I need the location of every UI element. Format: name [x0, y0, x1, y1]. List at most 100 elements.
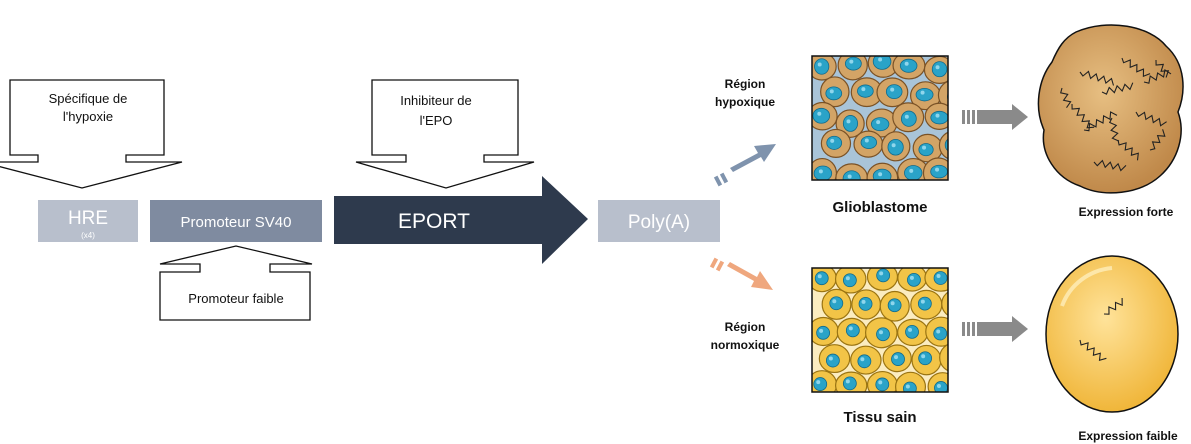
eport-arrow: EPORT	[334, 176, 588, 264]
glioblastoma-tissue-image	[811, 55, 949, 181]
chromatin-squiggle	[1071, 103, 1095, 129]
tissue-cell	[938, 131, 948, 160]
tissue-cell	[939, 343, 948, 372]
cell-nucleus	[814, 271, 829, 286]
chromatin-squiggle	[1121, 57, 1151, 78]
tumor-cell-strong-expression	[1037, 24, 1184, 194]
cell-nucleus	[812, 107, 831, 124]
chromatin-squiggle	[1108, 117, 1120, 142]
cell-nucleus	[844, 56, 862, 71]
hypoxia-specific-callout: Spécifique de l'hypoxie	[0, 79, 183, 189]
cell-nucleus	[931, 61, 948, 78]
cell-nucleus	[842, 170, 861, 180]
cell-nucleus	[900, 110, 917, 127]
callout-weak-promoter: Promoteur faible	[188, 291, 283, 306]
healthy-tissue-image	[811, 267, 963, 393]
cell-nucleus	[870, 117, 890, 132]
healthy-cell-weak-expression	[1045, 255, 1179, 413]
cell-nucleus	[885, 84, 903, 99]
polya-label: Poly(A)	[628, 212, 690, 233]
cell-nucleus	[842, 273, 857, 288]
chromatin-squiggle	[1060, 87, 1072, 109]
chromatin-squiggle	[1079, 70, 1115, 86]
cell-nucleus	[917, 296, 932, 311]
eport-label: EPORT	[398, 210, 470, 233]
chromatin-squiggle	[1135, 111, 1167, 127]
cell-nucleus	[918, 143, 934, 157]
cell-nucleus	[875, 377, 890, 392]
chromatin-squiggle	[1149, 129, 1166, 151]
cell-nucleus	[930, 164, 948, 179]
cell-nucleus	[872, 56, 892, 70]
cell-nucleus	[950, 298, 963, 311]
cell-nucleus	[902, 381, 917, 392]
cell-nucleus	[899, 58, 918, 73]
normoxic-region-line2: normoxique	[711, 338, 780, 352]
hypoxic-region-line2: hypoxique	[715, 95, 775, 109]
cell-nucleus	[829, 296, 844, 311]
hre-block: HRE (x4)	[38, 200, 138, 242]
cell-nucleus	[891, 352, 905, 366]
callout-hypoxia-line1: Spécifique de	[49, 91, 128, 106]
cell-nucleus	[825, 86, 843, 101]
cell-nucleus	[813, 377, 828, 391]
chromatin-squiggle	[1079, 339, 1107, 362]
weak-promoter-callout: Promoteur faible	[159, 245, 313, 321]
cell-nucleus	[876, 327, 890, 342]
promoter-label: Promoteur SV40	[181, 214, 292, 231]
cell-nucleus	[933, 271, 948, 285]
cell-nucleus	[842, 115, 859, 132]
cell-nucleus	[857, 84, 874, 98]
promoter-block: Promoteur SV40	[150, 200, 322, 242]
cell-nucleus	[887, 298, 902, 313]
hypoxic-arrow	[713, 144, 776, 187]
epo-inhibitor-callout: Inhibiteur de l'EPO	[355, 79, 535, 189]
polya-block: Poly(A)	[598, 200, 720, 242]
cell-nucleus	[845, 323, 860, 338]
cell-nucleus	[907, 272, 921, 287]
weak-expression-label: Expression faible	[1078, 429, 1178, 443]
normoxic-region-line1: Région	[725, 320, 766, 334]
cell-nucleus	[904, 165, 923, 180]
normoxic-arrow	[709, 257, 773, 290]
chromatin-squiggle	[1093, 159, 1127, 172]
cell-nucleus	[814, 58, 830, 75]
cell-nucleus	[842, 376, 857, 391]
chromatin-squiggle	[1103, 297, 1123, 315]
cell-nucleus	[860, 135, 878, 150]
callout-hypoxia-line2: l'hypoxie	[63, 109, 113, 124]
healthy-tissue-label: Tissu sain	[843, 409, 916, 426]
cell-nucleus	[915, 87, 934, 102]
cell-nucleus	[946, 92, 948, 101]
cell-nucleus	[858, 296, 873, 311]
cell-nucleus	[918, 351, 933, 366]
chromatin-squiggle	[1101, 82, 1134, 95]
weak-expression-arrow	[962, 316, 1028, 342]
cell-nucleus	[825, 353, 840, 368]
cell-nucleus	[816, 325, 831, 340]
tissue-cell	[937, 80, 948, 110]
strong-expression-label: Expression forte	[1079, 205, 1174, 219]
cell-nucleus	[857, 354, 872, 369]
glioblastoma-label: Glioblastome	[832, 199, 927, 216]
cell-nucleus	[872, 168, 892, 180]
chromatin-squiggle	[1155, 59, 1170, 78]
callout-epo-line1: Inhibiteur de	[400, 93, 472, 108]
cell-nucleus	[826, 135, 843, 150]
cell-nucleus	[933, 326, 948, 341]
tissue-cell	[941, 291, 948, 316]
cell-nucleus	[950, 350, 963, 363]
cell-nucleus	[887, 139, 904, 156]
chromatin-squiggle	[1083, 111, 1118, 132]
callout-epo-line2: l'EPO	[420, 113, 453, 128]
hre-label: HRE	[68, 208, 108, 229]
cell-nucleus	[813, 165, 833, 180]
cell-nucleus	[905, 324, 919, 339]
strong-expression-arrow	[962, 104, 1028, 130]
chromatin-squiggle	[1117, 139, 1139, 161]
cell-nucleus	[876, 268, 891, 283]
hypoxic-region-line1: Région	[725, 77, 766, 91]
hre-count: (x4)	[81, 231, 95, 240]
cell-nucleus	[930, 110, 948, 125]
